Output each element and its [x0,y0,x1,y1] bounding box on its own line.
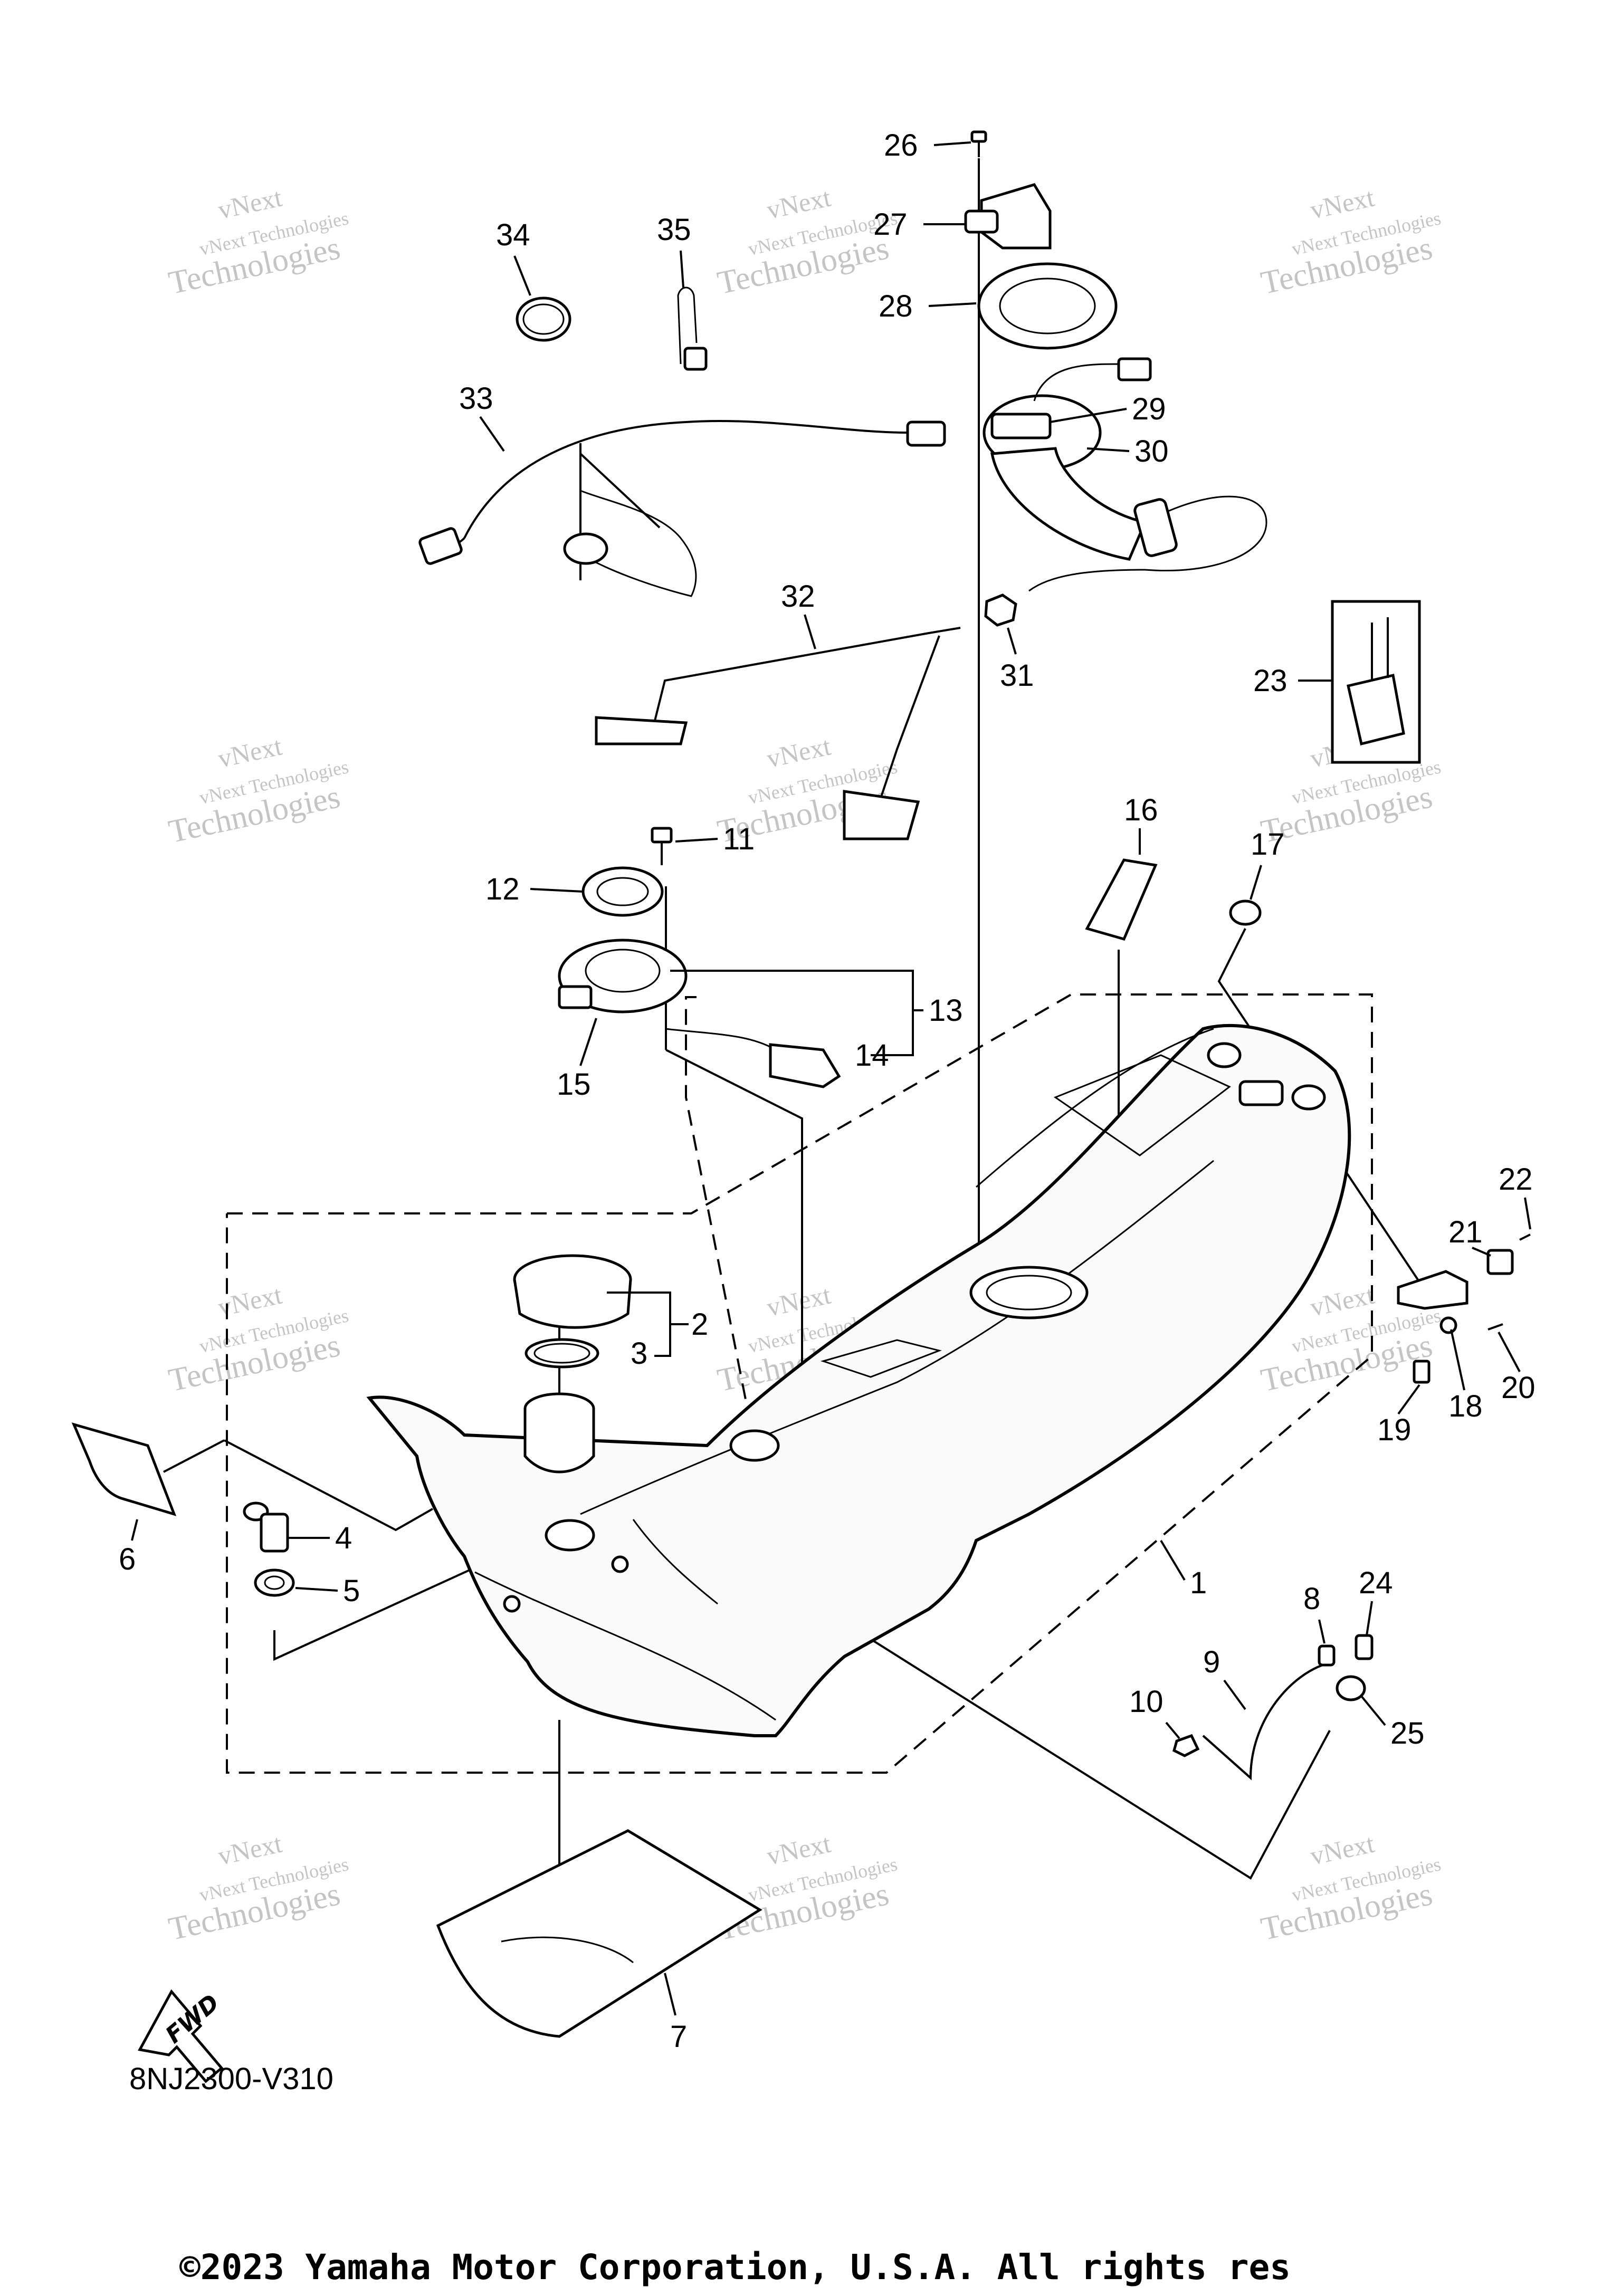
part-number: 30 [1134,434,1169,468]
clamp-34 [516,296,571,342]
pad-6 [71,1422,177,1516]
hose-33 [418,419,946,597]
svg-text:vNext: vNext [215,1829,284,1871]
svg-text:vNext: vNext [764,183,833,225]
part-number: 7 [670,2020,687,2054]
part-number: 15 [557,1067,591,1102]
part-number: 2 [691,1307,708,1342]
part-number: 27 [873,207,908,242]
part-number: 29 [1132,392,1166,426]
part-number: 20 [1501,1371,1536,1405]
part-number: 19 [1377,1413,1412,1447]
bracket-27 [964,183,1052,250]
part-number: 17 [1251,827,1285,862]
assembly-outline [226,993,1373,1774]
bolt-11 [651,827,673,865]
fuel-tank [366,1024,1351,1737]
part-number: 26 [884,128,918,162]
part-number: 18 [1448,1389,1483,1423]
part-number: 11 [723,822,755,856]
svg-text:vNext: vNext [215,1280,284,1322]
watermark: vNext vNext Technologies Technologies [714,183,899,301]
part-number: 22 [1499,1162,1533,1197]
part-number: 12 [485,872,520,906]
part-number: 8 [1303,1582,1320,1616]
part-number: 13 [929,993,963,1028]
part-number: 9 [1203,1645,1220,1679]
part-number: 32 [781,579,815,614]
svg-text:vNext: vNext [1308,1280,1377,1322]
svg-text:vNext: vNext [215,731,284,773]
svg-text:vNext: vNext [764,1829,833,1871]
pipe-32 [595,627,961,840]
nut-31 [984,594,1017,627]
part-number: 5 [343,1574,360,1608]
part-number: 21 [1448,1215,1483,1249]
label-16 [1085,858,1158,941]
part-number: 35 [657,213,691,247]
part-number: 16 [1124,793,1158,827]
watermark: vNext vNext Technologies Technologies [1258,183,1443,301]
bolt-4 [243,1501,289,1553]
bracket-18-22 [1397,1233,1531,1384]
part-number: 3 [631,1336,647,1371]
svg-text:vNext: vNext [1308,1829,1377,1871]
fuel-cap-2 [513,1254,632,1329]
cap-17 [1229,900,1262,926]
part-number: 25 [1390,1716,1425,1750]
svg-text:vNext: vNext [764,731,833,773]
part-number: 28 [879,289,913,323]
part-number: 4 [335,1521,352,1555]
o-ring-3 [525,1338,599,1369]
watermark: vNext vNext Technologies Technologies [166,183,350,301]
band-35 [677,286,708,371]
part-number-labels: 1 2 3 4 5 6 7 8 9 10 11 12 13 14 15 16 1… [119,128,1536,2054]
bolt-26 [970,130,987,157]
part-number: 6 [119,1542,136,1576]
part-number: 34 [496,218,530,252]
svg-text:vNext: vNext [215,183,284,225]
filler-neck [523,1392,595,1474]
copyright-notice: ©2023 Yamaha Motor Corporation, U.S.A. A… [179,2247,1291,2288]
watermark: vNext vNext Technologies Technologies [166,1280,350,1399]
watermark: vNext vNext Technologies Technologies [1258,1829,1443,1947]
part-number: 14 [855,1038,889,1073]
module-23 [1331,600,1421,764]
grommet-5 [254,1568,295,1597]
plate-28 [977,262,1118,350]
part-number: 23 [1253,664,1288,698]
part-number: 33 [459,381,493,416]
fuel-pump-29-30 [983,357,1267,592]
pad-7 [436,1829,762,2038]
part-number: 1 [1190,1566,1207,1600]
hose-8-9-10 [1172,1634,1374,1781]
part-number: 24 [1359,1566,1393,1600]
fuel-sender-13-15 [558,939,841,1088]
watermark: vNext vNext Technologies Technologies [166,1829,350,1947]
watermark: vNext vNext Technologies Technologies [166,731,350,850]
diagram-code: 8NJ2300-V310 [129,2062,333,2096]
svg-text:vNext: vNext [1308,183,1377,225]
gasket-12 [581,866,664,917]
part-number: 10 [1129,1685,1164,1719]
part-number: 31 [1000,658,1034,693]
svg-text:vNext: vNext [764,1280,833,1322]
